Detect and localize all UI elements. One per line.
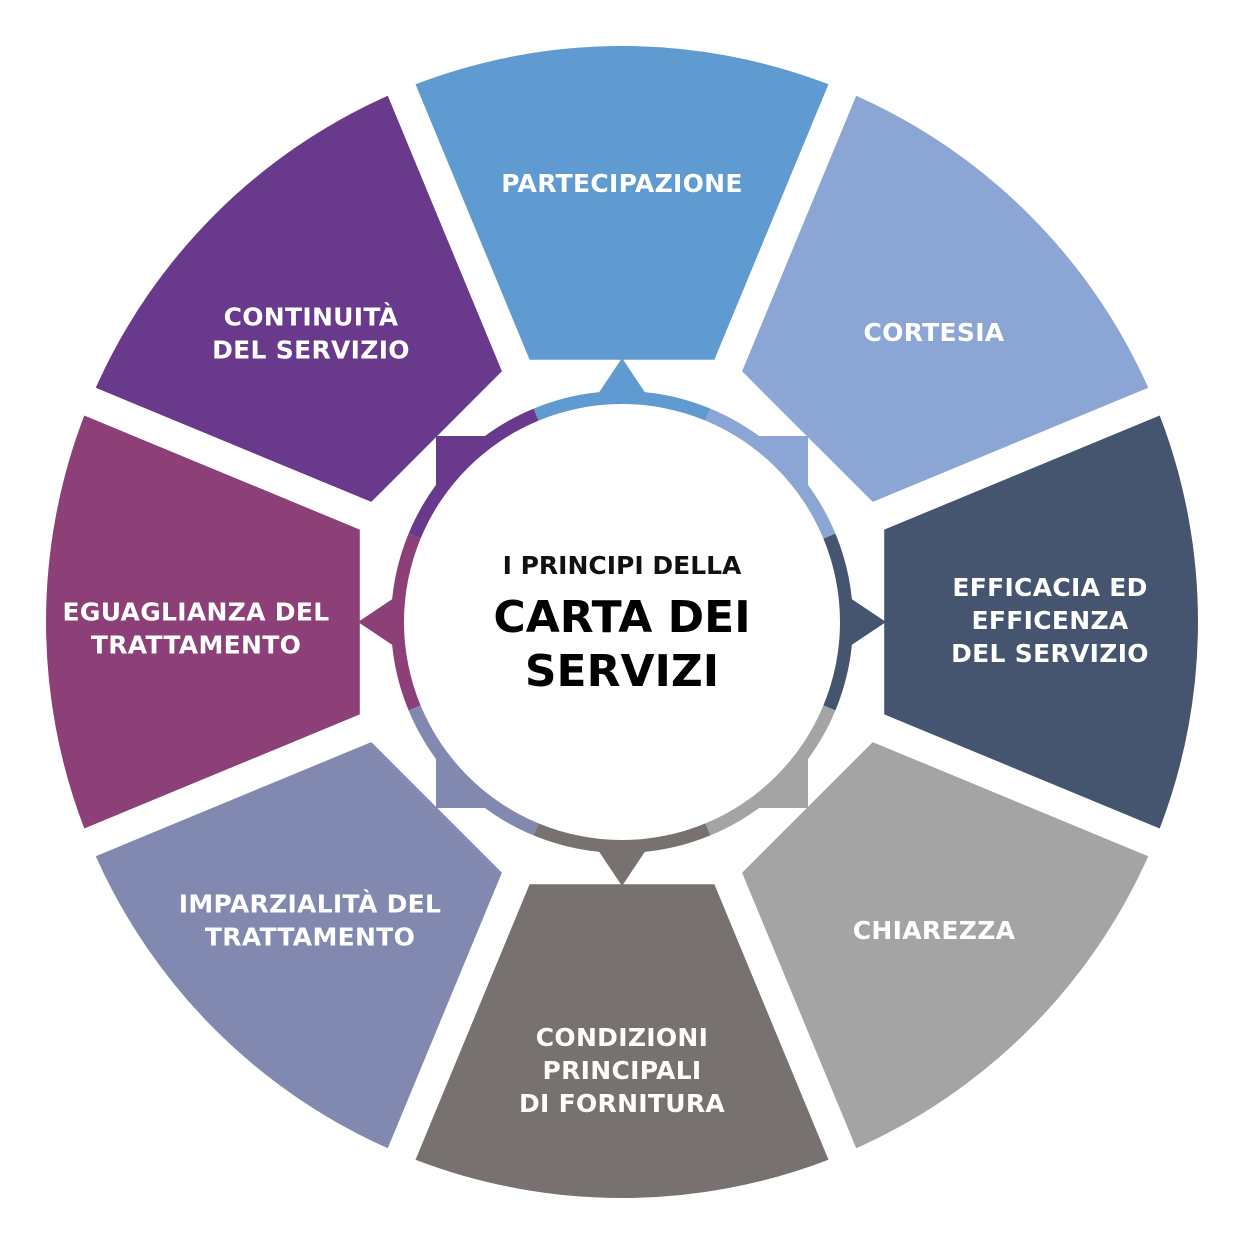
segment-label-line: CONDIZIONI [536, 1023, 708, 1052]
segment-label-line: IMPARZIALITÀ DEL [179, 890, 442, 919]
ring-arc-continuita [408, 408, 541, 541]
segment-label-line: EFFICENZA [971, 606, 1128, 635]
segment-label-line: DI FORNITURA [519, 1089, 725, 1118]
segment-label-condizioni: CONDIZIONI PRINCIPALI DI FORNITURA [519, 1023, 725, 1118]
ring-arc-eguaglianza [391, 533, 426, 711]
center-title-line-3: SERVIZI [525, 646, 719, 697]
segment-label-line: PARTECIPAZIONE [501, 169, 743, 198]
segment-label-chiarezza: CHIAREZZA [853, 916, 1016, 945]
ring-arc-chiarezza [703, 703, 836, 836]
segment-condizioni [415, 884, 829, 1198]
center-hub: I PRINCIPI DELLA CARTA DEI SERVIZI [404, 404, 840, 840]
segment-label-line: TRATTAMENTO [91, 631, 301, 660]
segment-label-cortesia: CORTESIA [864, 318, 1005, 347]
ring-arc-imparzialita [408, 703, 541, 836]
segment-continuita [95, 95, 502, 502]
segment-efficacia [884, 415, 1198, 829]
segment-label-eguaglianza: EGUAGLIANZA DEL TRATTAMENTO [63, 598, 330, 660]
ring-arc-cortesia [703, 408, 836, 541]
segment-label-line: CONTINUITÀ [224, 303, 399, 332]
segment-label-partecipazione: PARTECIPAZIONE [501, 169, 743, 198]
segment-label-line: CHIAREZZA [853, 916, 1016, 945]
center-circle [404, 404, 840, 840]
segment-label-line: DEL SERVIZIO [212, 336, 410, 365]
segment-label-line: EFFICACIA ED [952, 573, 1147, 602]
segment-imparzialita [95, 742, 502, 1149]
center-title-line-1: I PRINCIPI DELLA [503, 551, 742, 580]
pointers-layer [358, 358, 886, 886]
segment-chiarezza [742, 742, 1149, 1149]
ring-arc-condizioni [533, 818, 711, 853]
segment-label-line: CORTESIA [864, 318, 1005, 347]
segment-label-line: DEL SERVIZIO [951, 639, 1149, 668]
ring-arc-partecipazione [533, 391, 711, 426]
segment-cortesia [742, 95, 1149, 502]
segment-label-line: TRATTAMENTO [205, 923, 415, 952]
segment-label-line: EGUAGLIANZA DEL [63, 598, 330, 627]
segment-label-imparzialita: IMPARZIALITÀ DEL TRATTAMENTO [179, 890, 442, 952]
segment-label-efficacia: EFFICACIA ED EFFICENZA DEL SERVIZIO [951, 573, 1149, 668]
center-title-line-2: CARTA DEI [493, 592, 750, 643]
segments-layer: PARTECIPAZIONE CORTESIA EFFICACIA ED EFFICE… [46, 46, 1198, 1198]
segment-label-continuita: CONTINUITÀ DEL SERVIZIO [212, 303, 410, 365]
segment-label-line: PRINCIPALI [542, 1056, 701, 1085]
segment-eguaglianza [46, 415, 360, 829]
ring-arc-efficacia [818, 533, 853, 711]
segment-partecipazione [415, 46, 829, 360]
